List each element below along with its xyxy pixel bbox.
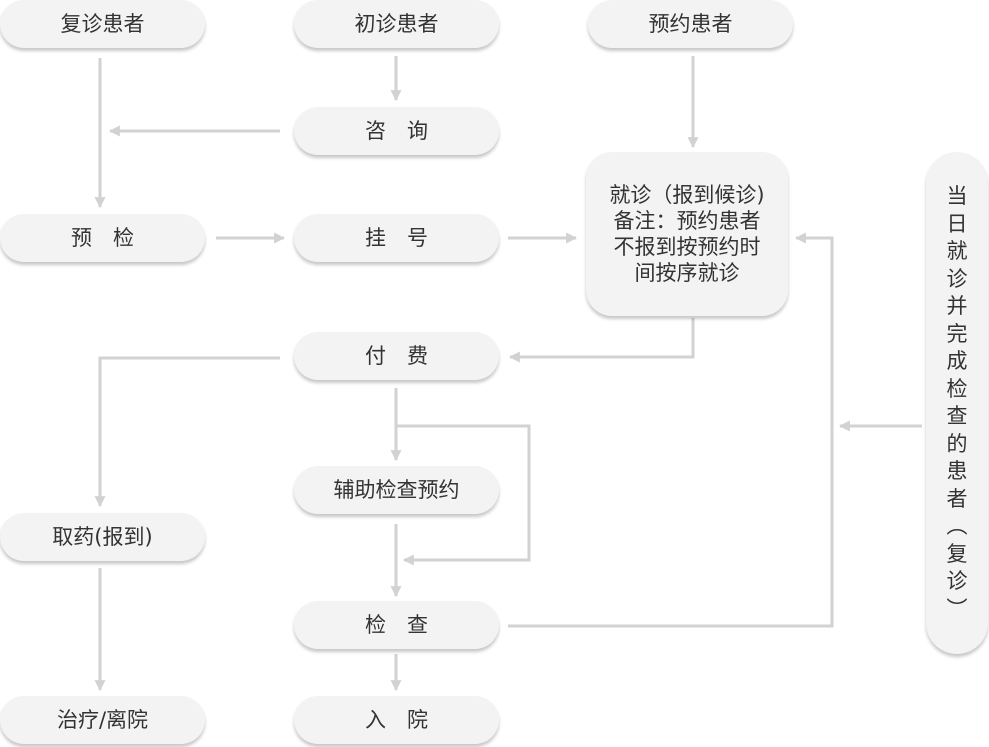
vertical-char: 日 <box>946 211 968 236</box>
node-register: 挂 号 <box>294 214 499 262</box>
node-exam: 检 查 <box>294 601 499 649</box>
vertical-char: 并 <box>946 294 968 318</box>
vertical-char: 的 <box>946 431 968 456</box>
arrow-visit-to-pay <box>508 318 695 363</box>
vertical-char: 查 <box>946 404 968 428</box>
node-aux-exam-booking: 辅助检查预约 <box>294 466 499 514</box>
node-medicine: 取药(报到) <box>0 513 205 561</box>
node-first-patient: 初诊患者 <box>294 0 499 48</box>
node-return-patient: 复诊患者 <box>0 0 205 48</box>
vertical-char: 诊 <box>946 266 968 291</box>
vertical-char: ︶ <box>946 596 968 621</box>
vertical-char: 就 <box>946 239 968 263</box>
node-pay: 付 费 <box>294 332 499 380</box>
visit-line-1: 就诊（报到候诊) <box>609 182 765 207</box>
vertical-char: 检 <box>946 376 968 401</box>
vertical-char: 当 <box>946 184 968 208</box>
visit-line-2: 备注：预约患者 <box>613 208 761 233</box>
vertical-char: 完 <box>946 321 968 346</box>
arrow-pay-to-medicine <box>94 356 280 508</box>
vertical-char: 患 <box>946 459 968 483</box>
arrow-bypass-to-exam <box>396 424 531 566</box>
vertical-char: 者 <box>946 486 968 511</box>
node-appointment-patient: 预约患者 <box>588 0 793 48</box>
vertical-char: ︵ <box>946 514 968 538</box>
node-visit: 就诊（报到候诊) 备注：预约患者 不报到按预约时 间按序就诊 <box>586 152 788 316</box>
node-consult: 咨 询 <box>294 107 499 155</box>
node-admission: 入 院 <box>294 696 499 744</box>
visit-line-3: 不报到按预约时 <box>613 235 761 259</box>
node-treatment: 治疗/离院 <box>0 696 205 744</box>
node-precheck: 预 检 <box>0 214 205 262</box>
visit-line-4: 间按序就诊 <box>634 261 740 286</box>
arrow-exam-to-visit <box>508 232 834 628</box>
vertical-char: 成 <box>946 349 968 373</box>
vertical-char: 诊 <box>946 569 968 593</box>
vertical-char: 复 <box>946 541 968 566</box>
node-same-day-patient: 当日就诊并完成检查的患者︵复诊︶ <box>926 152 988 654</box>
